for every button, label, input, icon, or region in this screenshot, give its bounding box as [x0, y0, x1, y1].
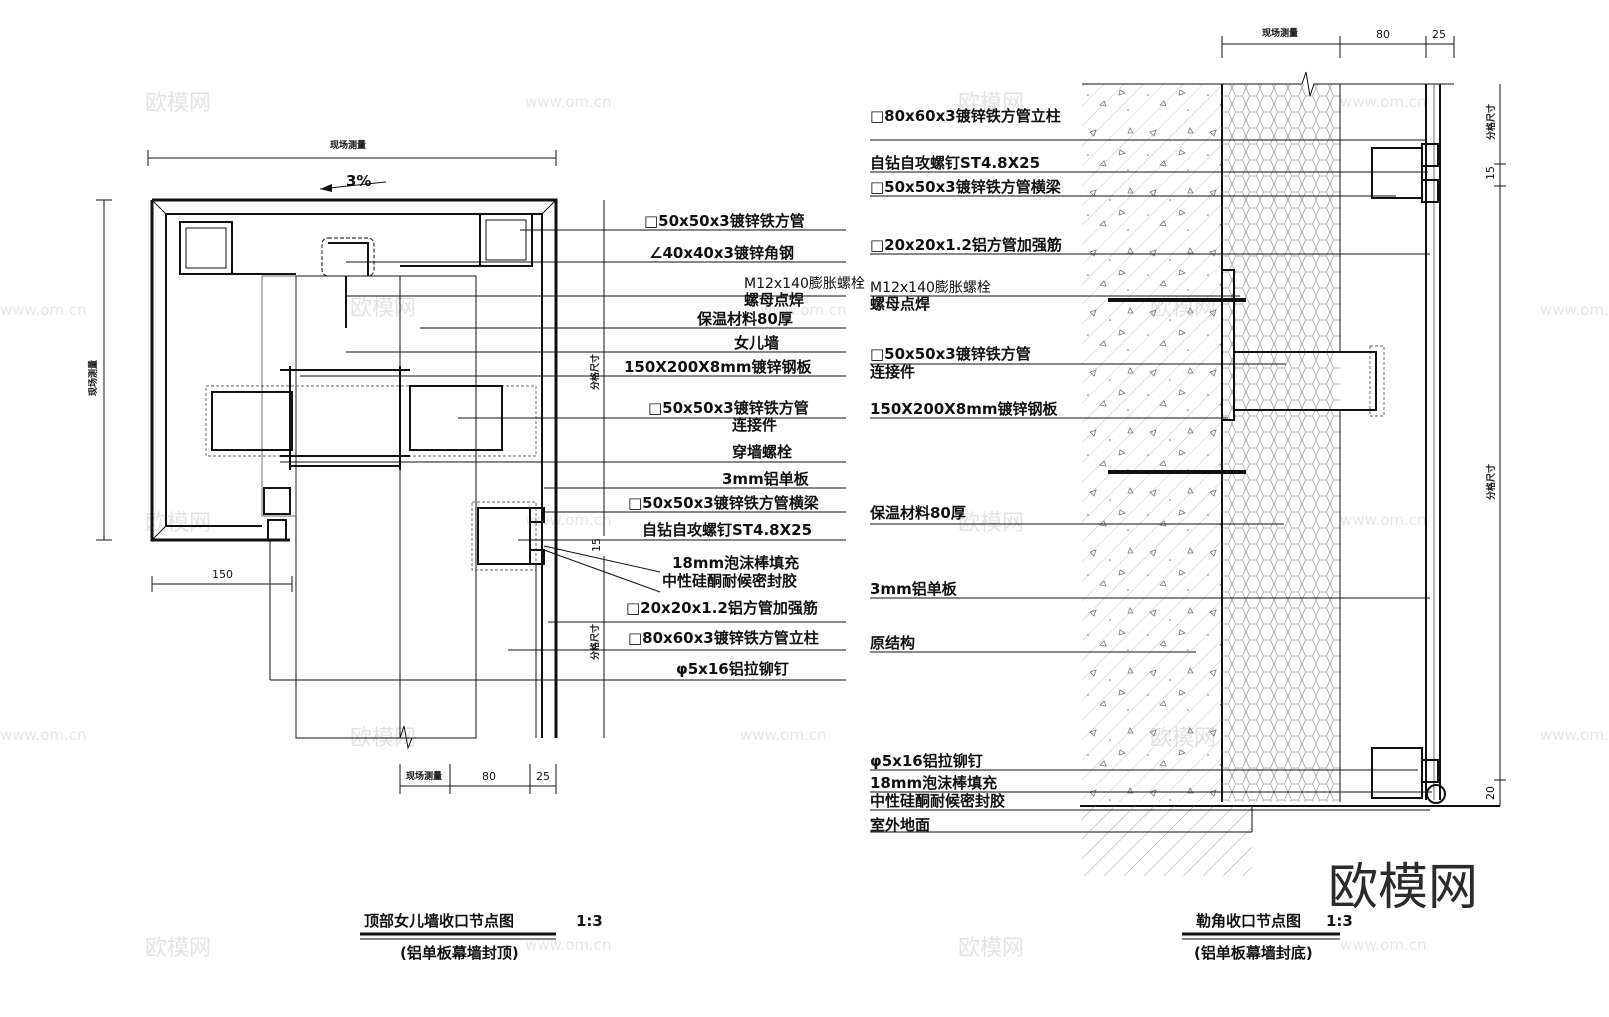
slope-label: 3% — [346, 172, 371, 190]
callout-label: 女儿墙 — [734, 334, 779, 352]
dim-80: 80 — [1376, 28, 1390, 41]
watermark-url: www.om.cn — [525, 936, 612, 954]
callout-label: 连接件 — [732, 416, 777, 434]
dim-partition-1: 分格尺寸 — [1485, 104, 1497, 140]
callout-label: 保温材料80厚 — [869, 504, 966, 522]
watermark-url: www.om.cn — [1340, 511, 1427, 529]
dim-150: 150 — [212, 568, 233, 581]
dim-15: 15 — [590, 538, 603, 552]
left-callouts: □50x50x3镀锌铁方管 ∠40x40x3镀锌角钢 M12x140膨胀螺栓 螺… — [624, 212, 865, 678]
callout-label: 连接件 — [870, 363, 915, 381]
watermark-brand: 欧模网 — [350, 296, 416, 321]
callout-label: 自钻自攻螺钉ST4.8X25 — [642, 521, 812, 539]
watermark-url: www.om.cn — [740, 726, 827, 744]
callout-label: φ5x16铝拉铆钉 — [870, 752, 983, 770]
dim-partition-1: 分格尺寸 — [589, 354, 601, 390]
callout-label: 150X200X8mm镀锌钢板 — [870, 400, 1058, 418]
callout-label: 自钻自攻螺钉ST4.8X25 — [870, 154, 1040, 172]
dim-partition-2: 分格尺寸 — [589, 624, 601, 660]
callout-label: 18mm泡沫棒填充 — [672, 554, 799, 572]
right-title: 勒角收口节点图 — [1196, 912, 1301, 930]
dim-left-label: 现场测量 — [87, 360, 99, 396]
dim-25: 25 — [536, 770, 550, 783]
watermark-url: www.om.cn — [0, 301, 87, 319]
callout-label: 3mm铝单板 — [722, 470, 810, 488]
watermark-brand: 欧模网 — [145, 936, 211, 961]
right-detail-drawing: 现场测量 80 25 分格尺寸 分格尺寸 15 20 — [870, 27, 1506, 876]
brand-logo: 欧模网 — [1328, 858, 1478, 916]
watermark-brand: 欧模网 — [145, 91, 211, 116]
watermark-url: www.om.cn — [525, 93, 612, 111]
dim-bottom-field: 现场测量 — [406, 770, 442, 782]
callout-label: 螺母点焊 — [744, 291, 804, 309]
left-title: 顶部女儿墙收口节点图 — [364, 912, 514, 930]
watermark-url: www.om.cn — [0, 726, 87, 744]
callout-label: 150X200X8mm镀锌钢板 — [624, 358, 812, 376]
callout-label: □20x20x1.2铝方管加强筋 — [626, 599, 818, 617]
callout-label: □50x50x3镀锌铁方管 — [870, 345, 1031, 363]
watermark-brand: 欧模网 — [958, 91, 1024, 116]
dim-20: 20 — [1484, 786, 1497, 800]
right-subtitle: (铝单板幕墙封底) — [1194, 944, 1313, 962]
watermark-url: www.om.cn — [1340, 936, 1427, 954]
callout-label: 室外地面 — [870, 816, 930, 834]
watermark-brand: 欧模网 — [145, 511, 211, 536]
callout-label: □80x60x3镀锌铁方管立柱 — [628, 629, 819, 647]
callout-label: □80x60x3镀锌铁方管立柱 — [870, 107, 1061, 125]
dim-80: 80 — [482, 770, 496, 783]
callout-label: □20x20x1.2铝方管加强筋 — [870, 236, 1062, 254]
cap-panel-inner-line — [166, 213, 543, 738]
callout-label: 中性硅酮耐候密封胶 — [870, 792, 1005, 810]
dim-25: 25 — [1432, 28, 1446, 41]
left-scale: 1:3 — [576, 912, 603, 930]
right-mullion-tube — [477, 507, 531, 565]
dim-top-label: 现场测量 — [330, 139, 366, 151]
callout-label: □50x50x3镀锌铁方管横梁 — [870, 178, 1062, 196]
steel-plate — [289, 369, 401, 467]
watermark-url: www.om.cn — [1540, 301, 1609, 319]
watermark-url: www.om.cn — [1540, 726, 1609, 744]
connector-tube — [1233, 351, 1377, 411]
left-title-block: 顶部女儿墙收口节点图 1:3 (铝单板幕墙封顶) — [360, 912, 603, 962]
right-title-block: 勒角收口节点图 1:3 (铝单板幕墙封底) — [1182, 912, 1353, 962]
callout-label: 穿墙螺栓 — [732, 443, 792, 461]
callout-label: 中性硅酮耐候密封胶 — [662, 572, 797, 590]
left-subtitle: (铝单板幕墙封顶) — [400, 944, 519, 962]
insulation-inner — [261, 275, 297, 517]
callout-label: M12x140膨胀螺栓 — [744, 275, 865, 292]
callout-label: M12x140膨胀螺栓 — [870, 279, 991, 296]
callout-label: □50x50x3镀锌铁方管 — [644, 212, 805, 230]
callout-label: □50x50x3镀锌铁方管横梁 — [628, 494, 820, 512]
right-callouts: □80x60x3镀锌铁方管立柱 自钻自攻螺钉ST4.8X25 □50x50x3镀… — [869, 107, 1062, 834]
callout-label: 保温材料80厚 — [696, 310, 793, 328]
callout-label: 3mm铝单板 — [870, 580, 958, 598]
callout-label: φ5x16铝拉铆钉 — [676, 660, 789, 678]
callout-label: 18mm泡沫棒填充 — [870, 774, 997, 792]
dim-partition-2: 分格尺寸 — [1485, 464, 1497, 500]
aluminium-cap-outer — [152, 198, 558, 738]
dim-15: 15 — [1484, 166, 1497, 180]
top-square-tube-left — [179, 221, 233, 275]
watermark-brand: 欧模网 — [958, 936, 1024, 961]
left-detail-drawing: 现场测量 现场测量 150 现场测量 80 25 分格尺寸 分格尺寸 15 3% — [87, 139, 846, 794]
top-square-tube-right — [479, 213, 533, 267]
angle-steel — [328, 242, 369, 276]
callout-label: 螺母点焊 — [870, 295, 930, 313]
watermark-url: www.om.cn — [525, 511, 612, 529]
callout-label: ∠40x40x3镀锌角钢 — [649, 244, 794, 262]
watermark-url: www.om.cn — [1340, 93, 1427, 111]
insulation-layer — [399, 275, 477, 739]
right-scale: 1:3 — [1326, 912, 1353, 930]
insulation-layer — [1222, 84, 1340, 802]
dim-field: 现场测量 — [1262, 27, 1298, 39]
callout-label: 原结构 — [870, 634, 915, 652]
watermark-url: www.om.cn — [760, 301, 847, 319]
steel-plate — [1221, 269, 1235, 421]
parapet-wall — [295, 275, 401, 739]
callout-label: □50x50x3镀锌铁方管 — [648, 399, 809, 417]
